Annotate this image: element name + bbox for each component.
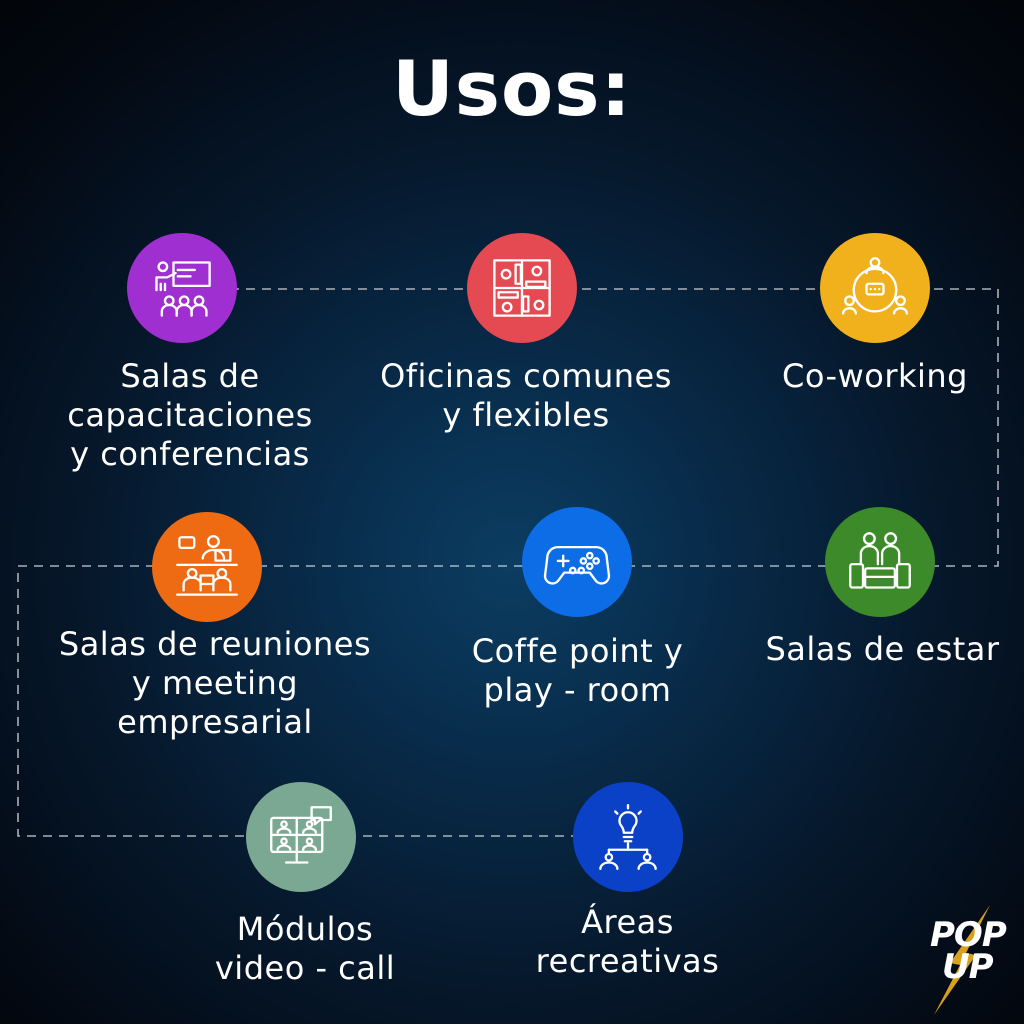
lounge-icon bbox=[825, 507, 935, 617]
popup-logo: POP UP bbox=[920, 905, 1020, 1015]
lightning-icon bbox=[934, 905, 990, 1015]
idea-people-icon bbox=[573, 782, 683, 892]
team-network-icon bbox=[820, 233, 930, 343]
label-oficinas: Oficinas comunes y flexibles bbox=[380, 357, 672, 434]
office-layout-icon bbox=[467, 233, 577, 343]
gamepad-icon bbox=[522, 507, 632, 617]
label-areas-recreativas: Áreas recreativas bbox=[535, 903, 720, 980]
label-coworking: Co-working bbox=[782, 357, 968, 395]
label-coffe-point: Coffe point y play - room bbox=[471, 632, 684, 709]
label-modulos: Módulos video - call bbox=[214, 910, 396, 987]
presentation-icon bbox=[127, 233, 237, 343]
video-call-icon bbox=[246, 782, 356, 892]
meeting-icon bbox=[152, 512, 262, 622]
label-salas-capacitaciones: Salas de capacitaciones y conferencias bbox=[67, 357, 313, 473]
page-title: Usos: bbox=[392, 44, 632, 133]
logo-text-up: UP bbox=[942, 947, 994, 987]
logo-text-pop: POP bbox=[930, 915, 1007, 955]
label-salas-estar: Salas de estar bbox=[765, 630, 1000, 668]
label-salas-reuniones: Salas de reuniones y meeting empresarial bbox=[58, 625, 372, 741]
